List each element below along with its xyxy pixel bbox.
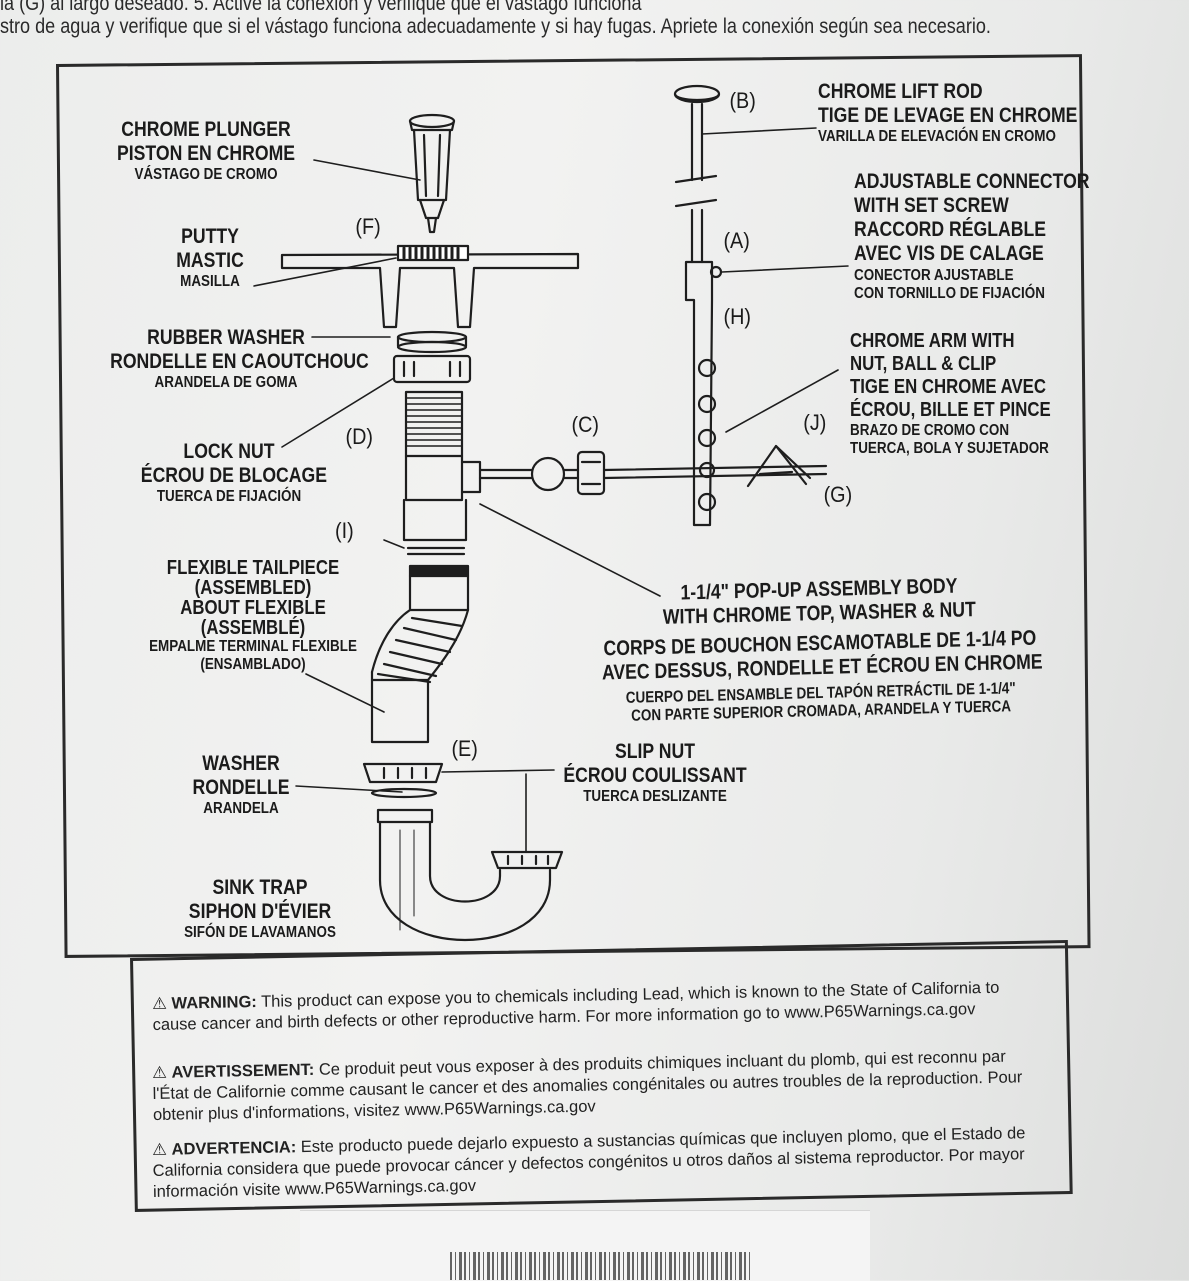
letter-e: (E): [451, 736, 478, 761]
letter-f: (F): [355, 214, 381, 239]
popup-body-part: [402, 390, 482, 542]
letter-g: (G): [823, 482, 853, 507]
chrome-arm-part: [478, 444, 828, 496]
letter-h: (H): [723, 304, 752, 329]
sink-trap-part: [376, 808, 564, 941]
label-putty: PUTTY MASTIC MASILLA: [176, 225, 244, 291]
letter-a: (A): [723, 228, 750, 253]
instruction-line-2: stro de agua y verifique que si el vásta…: [0, 15, 991, 38]
warning-triangle-icon: ⚠: [152, 1063, 168, 1082]
label-chrome-arm: CHROME ARM WITH NUT, BALL & CLIP TIGE EN…: [850, 330, 1051, 458]
instruction-line-1: la (G) al largo deseado. 5. Active la co…: [0, 0, 642, 15]
sink-cross-section: [280, 244, 580, 329]
label-lock-nut: LOCK NUT ÉCROU DE BLOCAGE TUERCA DE FIJA…: [140, 440, 328, 506]
rubber-washer-part: [396, 330, 468, 354]
barcode: [450, 1252, 750, 1280]
lock-nut-part: [392, 354, 472, 384]
warning-triangle-icon: ⚠: [152, 1140, 168, 1159]
label-rubber-washer: RUBBER WASHER RONDELLE EN CAOUTCHOUC ARA…: [110, 326, 369, 392]
label-washer: WASHER RONDELLE ARANDELA: [192, 752, 290, 818]
leader-lines: [253, 127, 849, 853]
label-chrome-plunger: CHROME PLUNGER PISTON EN CHROME VÁSTAGO …: [116, 118, 296, 184]
label-popup-body: 1-1/4" POP-UP ASSEMBLY BODY WITH CHROME …: [601, 574, 1043, 725]
trap-slip-nut-part: [362, 762, 444, 799]
chrome-plunger-part: [408, 113, 456, 234]
letter-d: (D): [345, 424, 374, 449]
connector-strap-part: [684, 260, 723, 527]
label-slip-nut: SLIP NUT ÉCROU COULISSANT TUERCA DESLIZA…: [563, 740, 747, 806]
label-sink-trap: SINK TRAP SIPHON D'ÉVIER SIFÓN DE LAVAMA…: [184, 876, 336, 942]
lift-rod-part: [673, 84, 721, 264]
letter-j: (J): [803, 410, 827, 435]
flexible-tailpiece-part: [370, 564, 470, 744]
letter-i: (I): [335, 518, 354, 543]
letter-c: (C): [571, 412, 600, 437]
label-adjustable-connector: ADJUSTABLE CONNECTOR WITH SET SCREW RACC…: [854, 170, 1090, 302]
washer-i-part: [406, 546, 466, 556]
label-flexible-tailpiece: FLEXIBLE TAILPIECE (ASSEMBLED) ABOUT FLE…: [149, 557, 357, 674]
warning-triangle-icon: ⚠: [152, 994, 168, 1013]
label-chrome-lift-rod: CHROME LIFT ROD TIGE DE LEVAGE EN CHROME…: [818, 80, 1078, 146]
letter-b: (B): [729, 88, 756, 113]
